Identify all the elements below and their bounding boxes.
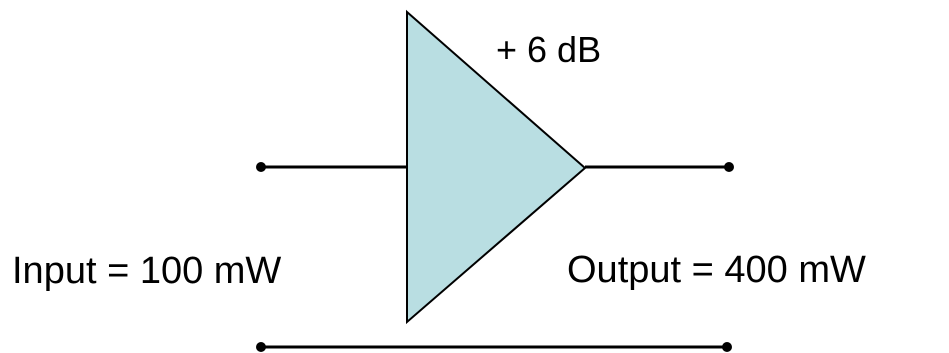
output-power-label: Output = 400 mW — [567, 249, 866, 291]
ground-terminal-right — [722, 342, 732, 352]
gain-label: + 6 dB — [496, 29, 602, 70]
input-terminal — [256, 162, 266, 172]
amplifier-triangle — [406, 9, 587, 325]
ground-terminal-left — [256, 342, 266, 352]
output-terminal — [724, 162, 734, 172]
input-power-label: Input = 100 mW — [12, 250, 282, 292]
